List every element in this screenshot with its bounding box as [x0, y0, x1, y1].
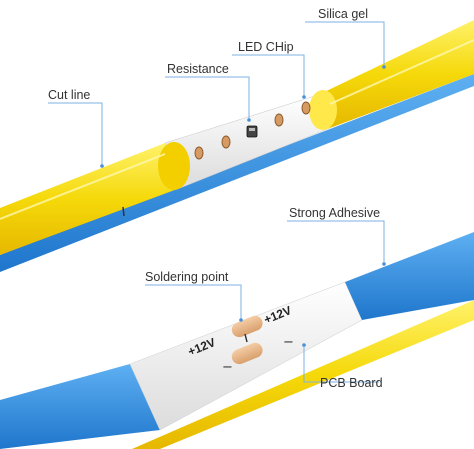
top-led-strip — [0, 20, 474, 272]
callout-labels: Silica gel LED CHip Resistance Cut line … — [48, 7, 383, 390]
callout-dot-resistance — [247, 118, 251, 122]
label-strong-adhesive: Strong Adhesive — [289, 206, 380, 220]
callouts — [48, 21, 386, 383]
top-strip-silica-left — [0, 143, 180, 255]
label-silica-gel: Silica gel — [318, 7, 368, 21]
bottom-strip-adhesive-left — [0, 364, 160, 449]
led-chip — [221, 135, 231, 149]
top-strip-adhesive-edge — [0, 74, 474, 272]
callout-line-cut-line — [48, 102, 103, 166]
bottom-led-strip: +12V +12V − − — [0, 232, 474, 449]
callout-dot-cut-line — [100, 164, 104, 168]
cut-line-mark — [122, 206, 125, 217]
label-soldering-point: Soldering point — [145, 270, 229, 284]
solder-pad-positive — [231, 315, 263, 338]
callout-dot-silica-gel — [382, 65, 386, 69]
callout-dot-pcb-board — [302, 343, 306, 347]
solder-pad-negative — [231, 342, 263, 365]
pad-label-negative-right: − — [283, 335, 294, 350]
callout-line-strong-adhesive — [287, 220, 385, 264]
label-cut-line: Cut line — [48, 88, 90, 102]
led-chip — [301, 101, 311, 115]
callout-line-silica-gel — [305, 21, 385, 67]
top-strip-highlight — [0, 153, 166, 220]
led-chip — [194, 146, 204, 160]
bottom-strip-silica-edge — [132, 300, 474, 449]
callout-dot-soldering-point — [239, 318, 243, 322]
callout-line-soldering-point — [145, 284, 242, 320]
resistor-contact — [249, 128, 255, 131]
callout-line-led-chip — [232, 54, 305, 97]
label-resistance: Resistance — [167, 62, 229, 76]
callout-dot-strong-adhesive — [382, 262, 386, 266]
pad-divider — [244, 333, 248, 343]
callout-dot-led-chip — [302, 95, 306, 99]
top-strip-silica-right-cap — [309, 90, 337, 130]
top-strip-highlight-right — [329, 39, 474, 105]
pad-label-negative-left: − — [222, 360, 233, 375]
top-strip-silica-left-cap — [158, 142, 190, 190]
bottom-strip-adhesive-right — [345, 232, 474, 320]
label-led-chip: LED CHip — [238, 40, 294, 54]
led-chip — [274, 113, 284, 127]
callout-line-pcb-board — [303, 345, 379, 383]
label-pcb-board: PCB Board — [320, 376, 383, 390]
callout-line-resistance — [165, 76, 250, 120]
resistor — [246, 125, 258, 138]
